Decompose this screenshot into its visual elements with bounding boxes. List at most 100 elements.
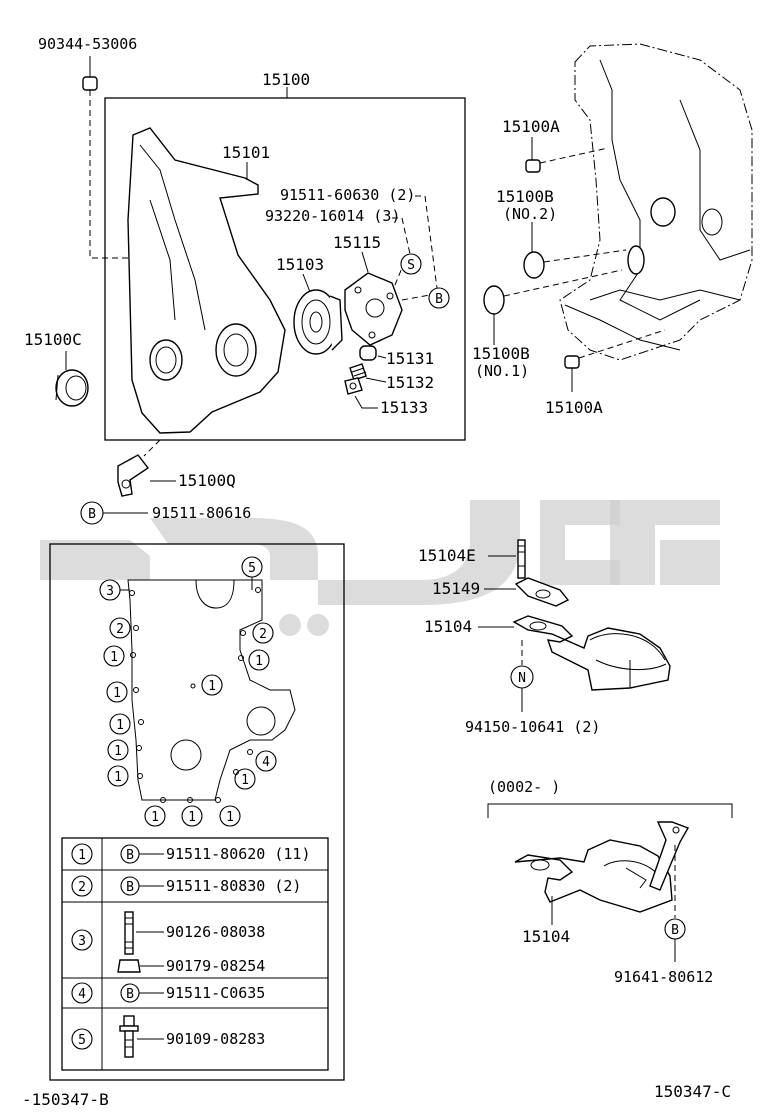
bolt-marker-1-j <box>181 805 203 827</box>
legend-row-2-num: 2 <box>78 880 86 895</box>
o-ring-15100B-no2-icon <box>523 251 545 279</box>
svg-text:1: 1 <box>188 810 196 825</box>
svg-text:3: 3 <box>106 584 114 599</box>
watermark-logo <box>40 500 720 636</box>
plug-15133-icon <box>344 377 363 395</box>
label-15100B-top[interactable]: 15100B <box>496 187 554 206</box>
strainer-15104-alt-icon <box>514 839 673 913</box>
bolt-marker-1-h <box>234 768 256 790</box>
legend-row-1-part[interactable]: 91511-80620 (11) <box>166 845 311 863</box>
bolt-marker-4 <box>255 750 277 772</box>
legend-row-5-num: 5 <box>78 1033 86 1048</box>
label-15100A-bot[interactable]: 15100A <box>545 398 603 417</box>
svg-text:1: 1 <box>151 810 159 825</box>
legend-row-5-part[interactable]: 90109-08283 <box>166 1030 265 1048</box>
stud-bolt-icon <box>124 911 134 955</box>
svg-text:1: 1 <box>113 686 121 701</box>
svg-text:B: B <box>126 848 134 863</box>
stud-15104E-icon <box>517 539 526 579</box>
label-date-range[interactable]: (0002- ) <box>488 778 560 796</box>
label-15100B-bot-sub[interactable]: (NO.1) <box>475 362 529 380</box>
legend-row-3-part-b[interactable]: 90179-08254 <box>166 957 265 975</box>
label-15131[interactable]: 15131 <box>386 349 434 368</box>
label-94150-10641[interactable]: 94150-10641 (2) <box>465 718 600 736</box>
label-91641-80612[interactable]: 91641-80612 <box>614 968 713 986</box>
legend-row-4-part[interactable]: 91511-C0635 <box>166 984 265 1002</box>
svg-text:1: 1 <box>114 744 122 759</box>
cover-outline-icon <box>127 579 296 801</box>
svg-text:1: 1 <box>114 770 122 785</box>
label-15100[interactable]: 15100 <box>262 70 310 89</box>
oil-seal-15100C-icon <box>55 369 89 407</box>
oil-strainer-group: 15104E 15149 15104 N 94150-10641 (2) <box>418 539 671 736</box>
legend-row-3-part-a[interactable]: 90126-08038 <box>166 923 265 941</box>
crank-seal-bore-icon <box>149 339 183 381</box>
label-15100B-top-sub[interactable]: (NO.2) <box>503 205 557 223</box>
svg-text:2: 2 <box>116 622 124 637</box>
o-ring-15100B-no1-icon <box>483 285 505 315</box>
label-15132[interactable]: 15132 <box>386 373 434 392</box>
ref-number-left: -150347-B <box>22 1090 109 1109</box>
label-15133[interactable]: 15133 <box>380 398 428 417</box>
bolt-chart-frame <box>49 543 345 1081</box>
legend-row-3-num: 3 <box>78 934 86 949</box>
engine-block-group: 15100A 15100B (NO.2) 15100B (NO.1) 15100… <box>472 43 753 417</box>
dowel-pin-15100A-top-icon <box>525 159 541 173</box>
svg-text:1: 1 <box>110 650 118 665</box>
marker-b <box>428 287 450 309</box>
timing-cover-15101-icon <box>127 127 286 434</box>
label-91511-60630[interactable]: 91511-60630 (2) <box>280 186 415 204</box>
dowel-pin-15100A-bot-icon <box>564 355 580 369</box>
gasket-15149-icon <box>514 577 570 607</box>
pump-cover-15115-icon <box>344 272 403 346</box>
bolt-marker-1-k <box>219 805 241 827</box>
bolt-marker-2-left <box>109 617 131 639</box>
svg-text:1: 1 <box>208 679 216 694</box>
svg-text:1: 1 <box>255 654 263 669</box>
label-15100B-bot[interactable]: 15100B <box>472 344 530 363</box>
label-15104E[interactable]: 15104E <box>418 546 476 565</box>
cover-assembly-group: 15100 90344-53006 15101 91511-60630 (2) … <box>24 35 466 525</box>
bolt-marker-1-i <box>144 805 166 827</box>
legend-row-2-part[interactable]: 91511-80830 (2) <box>166 877 301 895</box>
bolt-marker-1-d <box>106 681 128 703</box>
label-15104[interactable]: 15104 <box>424 617 472 636</box>
flange-bolt-icon <box>123 1015 135 1027</box>
label-93220-16014[interactable]: 93220-16014 (3) <box>265 207 400 225</box>
svg-text:1: 1 <box>226 810 234 825</box>
label-90344-53006[interactable]: 90344-53006 <box>38 35 137 53</box>
svg-text:S: S <box>407 258 415 273</box>
label-15100Q[interactable]: 15100Q <box>178 471 236 490</box>
label-15100A-top[interactable]: 15100A <box>502 117 560 136</box>
legend-row-4-num: 4 <box>78 987 86 1002</box>
label-15100C[interactable]: 15100C <box>24 330 82 349</box>
assembly-frame-15100 <box>104 97 466 441</box>
label-15149[interactable]: 15149 <box>432 579 480 598</box>
svg-text:B: B <box>126 987 134 1002</box>
nut-icon <box>117 959 141 973</box>
label-15103[interactable]: 15103 <box>276 255 324 274</box>
label-15104-alt[interactable]: 15104 <box>522 927 570 946</box>
bolt-marker-1-e <box>109 713 131 735</box>
svg-text:B: B <box>126 880 134 895</box>
bolt-marker-1-a <box>103 645 125 667</box>
svg-text:1: 1 <box>116 718 124 733</box>
svg-text:B: B <box>435 292 443 307</box>
label-91511-80616[interactable]: 91511-80616 <box>152 504 251 522</box>
svg-text:5: 5 <box>248 561 256 576</box>
legend-row-1-num: 1 <box>78 848 86 863</box>
svg-text:1: 1 <box>241 773 249 788</box>
label-15115[interactable]: 15115 <box>333 233 381 252</box>
marker-s <box>400 253 422 275</box>
oil-jet-15100Q-icon <box>117 454 150 497</box>
strainer-15104-icon <box>512 615 671 691</box>
bolt-marker-1-c <box>201 674 223 696</box>
alt-strainer-group: (0002- ) 15104 B 91641-80612 <box>487 778 733 986</box>
bracket-icon <box>649 821 690 891</box>
label-15101[interactable]: 15101 <box>222 143 270 162</box>
relief-valve-15131-icon <box>359 345 377 361</box>
svg-text:2: 2 <box>259 627 267 642</box>
ref-number-right: 150347-C <box>654 1082 731 1101</box>
bolt-legend-table: 1 B 91511-80620 (11) 2 B 91511-80830 (2)… <box>61 837 329 1071</box>
